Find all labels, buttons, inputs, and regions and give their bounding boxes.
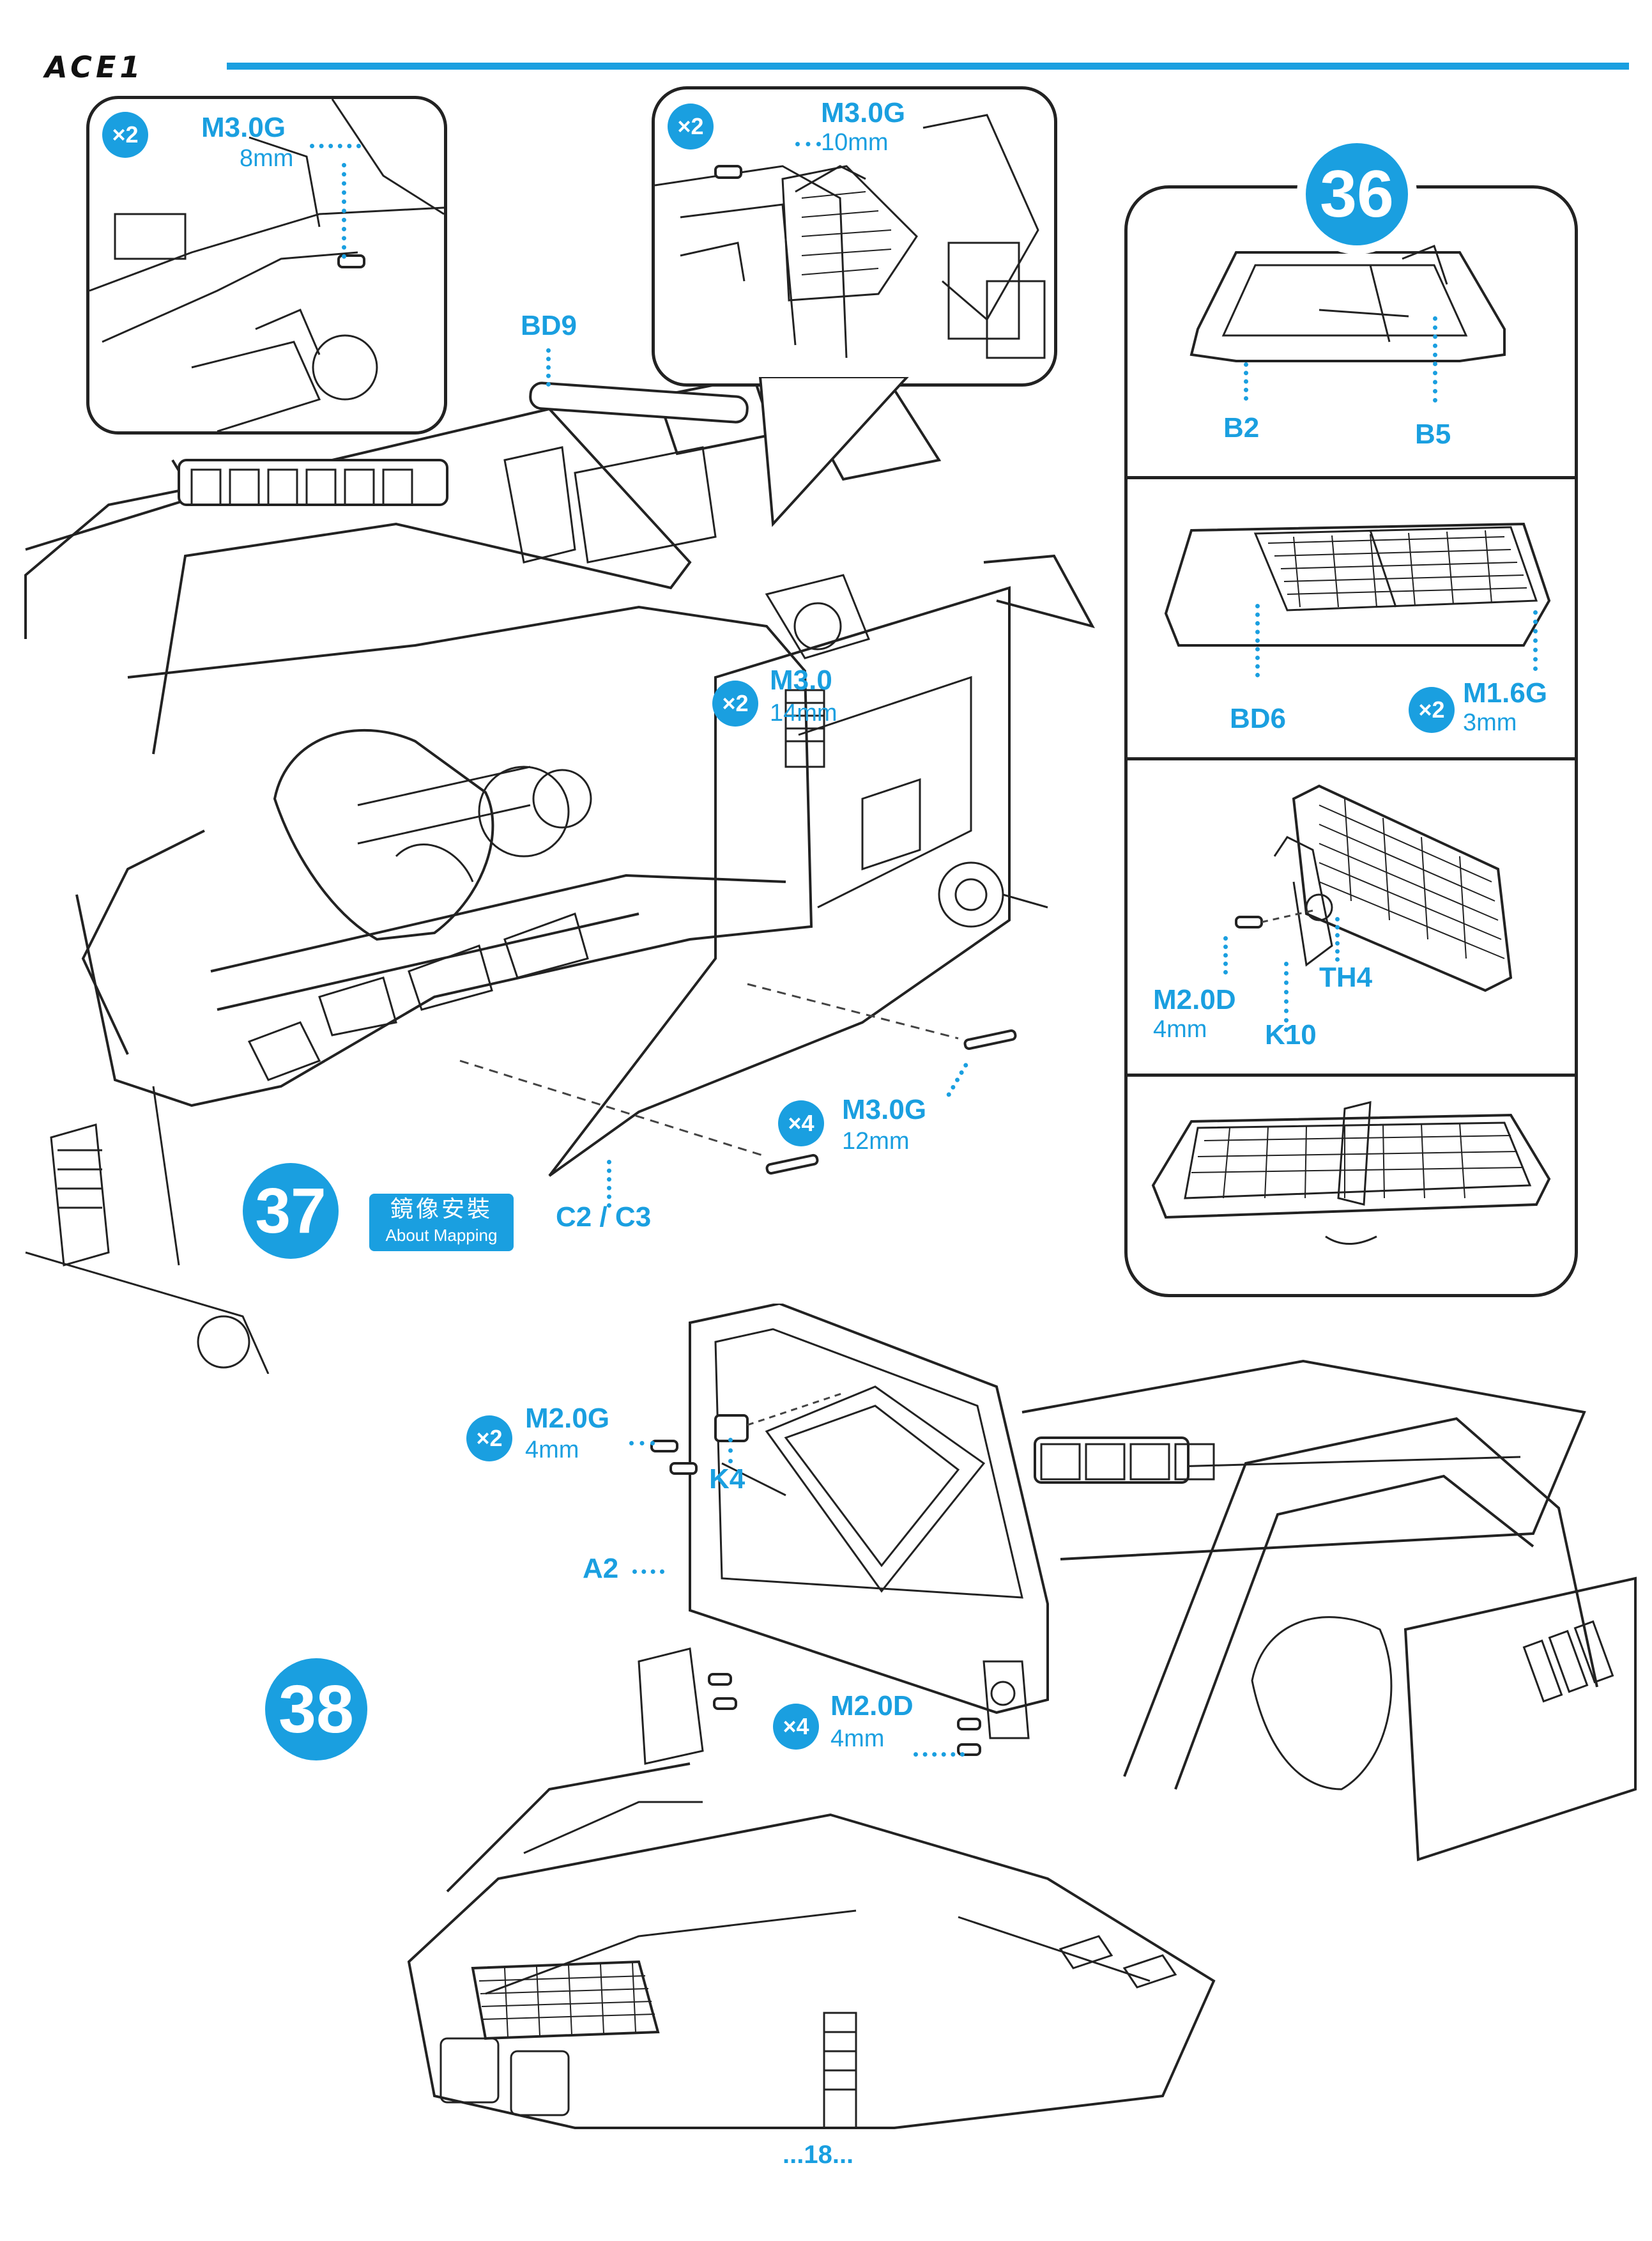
part-label-bd9: BD9 [521, 310, 577, 341]
step37-inset-right: ×2 M3.0G 10mm [652, 86, 1057, 387]
screw-size: 8mm [240, 145, 294, 172]
callout-leader [546, 348, 551, 387]
mirror-assembled-drawing [1151, 1101, 1551, 1245]
title-cn: 鏡像安裝 [390, 1196, 493, 1222]
title-en: About Mapping [385, 1226, 498, 1245]
page-number: ...18... [783, 2141, 854, 2169]
screw-label: M3.0G [821, 97, 906, 128]
callout-leader [1244, 362, 1248, 401]
callout-leader [310, 144, 361, 148]
divider [1128, 1074, 1575, 1077]
screw-label: M2.0G [525, 1403, 610, 1434]
callout-leader [1223, 936, 1228, 974]
qty-badge: ×4 [773, 1704, 819, 1750]
step-number-38: 38 [265, 1658, 367, 1760]
screw-size: 14mm [770, 700, 837, 727]
part-label-c2c3: C2 / C3 [556, 1201, 652, 1233]
screw-label: M2.0D [830, 1690, 914, 1721]
callout-leader [1255, 604, 1260, 677]
mirror-grille-drawing [1164, 522, 1551, 647]
screw-label: M2.0D [1153, 984, 1236, 1015]
step37-inset-left: ×2 M3.0G 8mm [86, 96, 447, 435]
part-label-k10: K10 [1265, 1019, 1317, 1051]
qty-badge: ×2 [102, 112, 148, 158]
step-number-36: 36 [1297, 134, 1417, 254]
screw-size: 10mm [821, 129, 889, 156]
screw-label: M1.6G [1463, 677, 1548, 709]
brand-logo: ACE1 [45, 50, 144, 84]
screw-size: 3mm [1463, 709, 1517, 736]
step37-assembly-drawing [24, 375, 1095, 1374]
qty-badge: ×2 [466, 1415, 512, 1461]
callout-leader [1335, 917, 1340, 962]
step36-panel: B2 B5 BD6 ×2 M1.6G 3mm M2.0D 4mm K10 T [1124, 134, 1578, 1297]
screw-size: 4mm [830, 1725, 885, 1752]
screw-size: 4mm [1153, 1016, 1207, 1043]
divider [1128, 476, 1575, 479]
step38-assembly-drawing [407, 1304, 1637, 2129]
callout-leader [1284, 962, 1289, 1032]
callout-leader [632, 1569, 664, 1574]
part-label-b2: B2 [1223, 412, 1260, 443]
header-rule [227, 63, 1629, 70]
part-label-k4: K4 [709, 1463, 746, 1495]
screw-label: M3.0G [201, 112, 286, 143]
divider [1128, 757, 1575, 760]
step37-title-tag: 鏡像安裝 About Mapping [369, 1194, 514, 1251]
part-label-bd6: BD6 [1230, 703, 1287, 734]
inset-left-drawing [89, 99, 444, 431]
callout-leader [1433, 316, 1437, 403]
inset-right-drawing [655, 114, 1046, 359]
mirror-bracket-drawing [1235, 784, 1513, 992]
screw-size: 12mm [842, 1128, 910, 1155]
callout-leader [728, 1438, 733, 1463]
part-label-b5: B5 [1415, 419, 1451, 450]
callout-pointer [758, 377, 909, 527]
qty-badge: ×4 [778, 1100, 824, 1146]
qty-badge: ×2 [712, 681, 758, 727]
qty-badge: ×2 [668, 104, 714, 150]
qty-badge: ×2 [1409, 687, 1455, 733]
callout-leader [795, 142, 821, 146]
callout-leader [629, 1441, 655, 1445]
part-label-th4: TH4 [1319, 962, 1373, 993]
callout-leader [607, 1160, 611, 1208]
mirror-frame-drawing [1189, 245, 1506, 362]
step-number-37: 37 [243, 1163, 339, 1259]
callout-leader [914, 1752, 965, 1757]
screw-size: 4mm [525, 1436, 579, 1463]
callout-leader [342, 163, 346, 259]
part-label-a2: A2 [583, 1553, 619, 1584]
screw-label: M3.0G [842, 1094, 927, 1125]
callout-leader [1533, 610, 1538, 671]
screw-label: M3.0 [770, 665, 832, 696]
